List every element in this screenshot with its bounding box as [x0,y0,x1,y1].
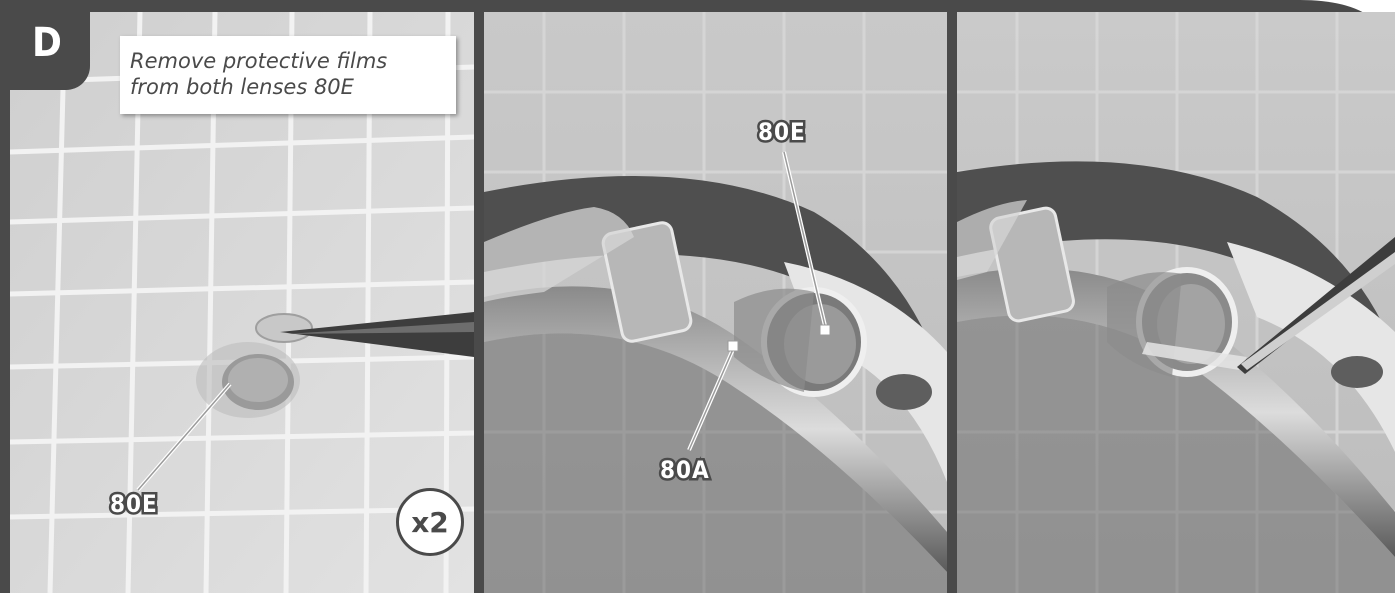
part-label-80e-top: 80E [758,118,806,146]
caption-line-2: from both lenses 80E [120,74,456,100]
caption-line-1: Remove protective films [120,36,456,74]
instruction-caption: Remove protective films from both lenses… [120,36,456,114]
step-letter: D [32,20,63,66]
photo-panel-2: 80E 80A [484,12,947,593]
photo-panel-3 [957,12,1395,593]
quantity-badge: x2 [396,488,464,556]
part-label-80a: 80A [660,456,710,484]
photo-panel-1: D Remove protective films from both lens… [10,12,474,593]
assembly-photo-3 [957,12,1395,593]
part-label-80e: 80E [110,490,158,518]
assembly-photo-2 [484,12,947,593]
quantity-text: x2 [411,506,449,539]
step-badge: D [10,12,90,90]
